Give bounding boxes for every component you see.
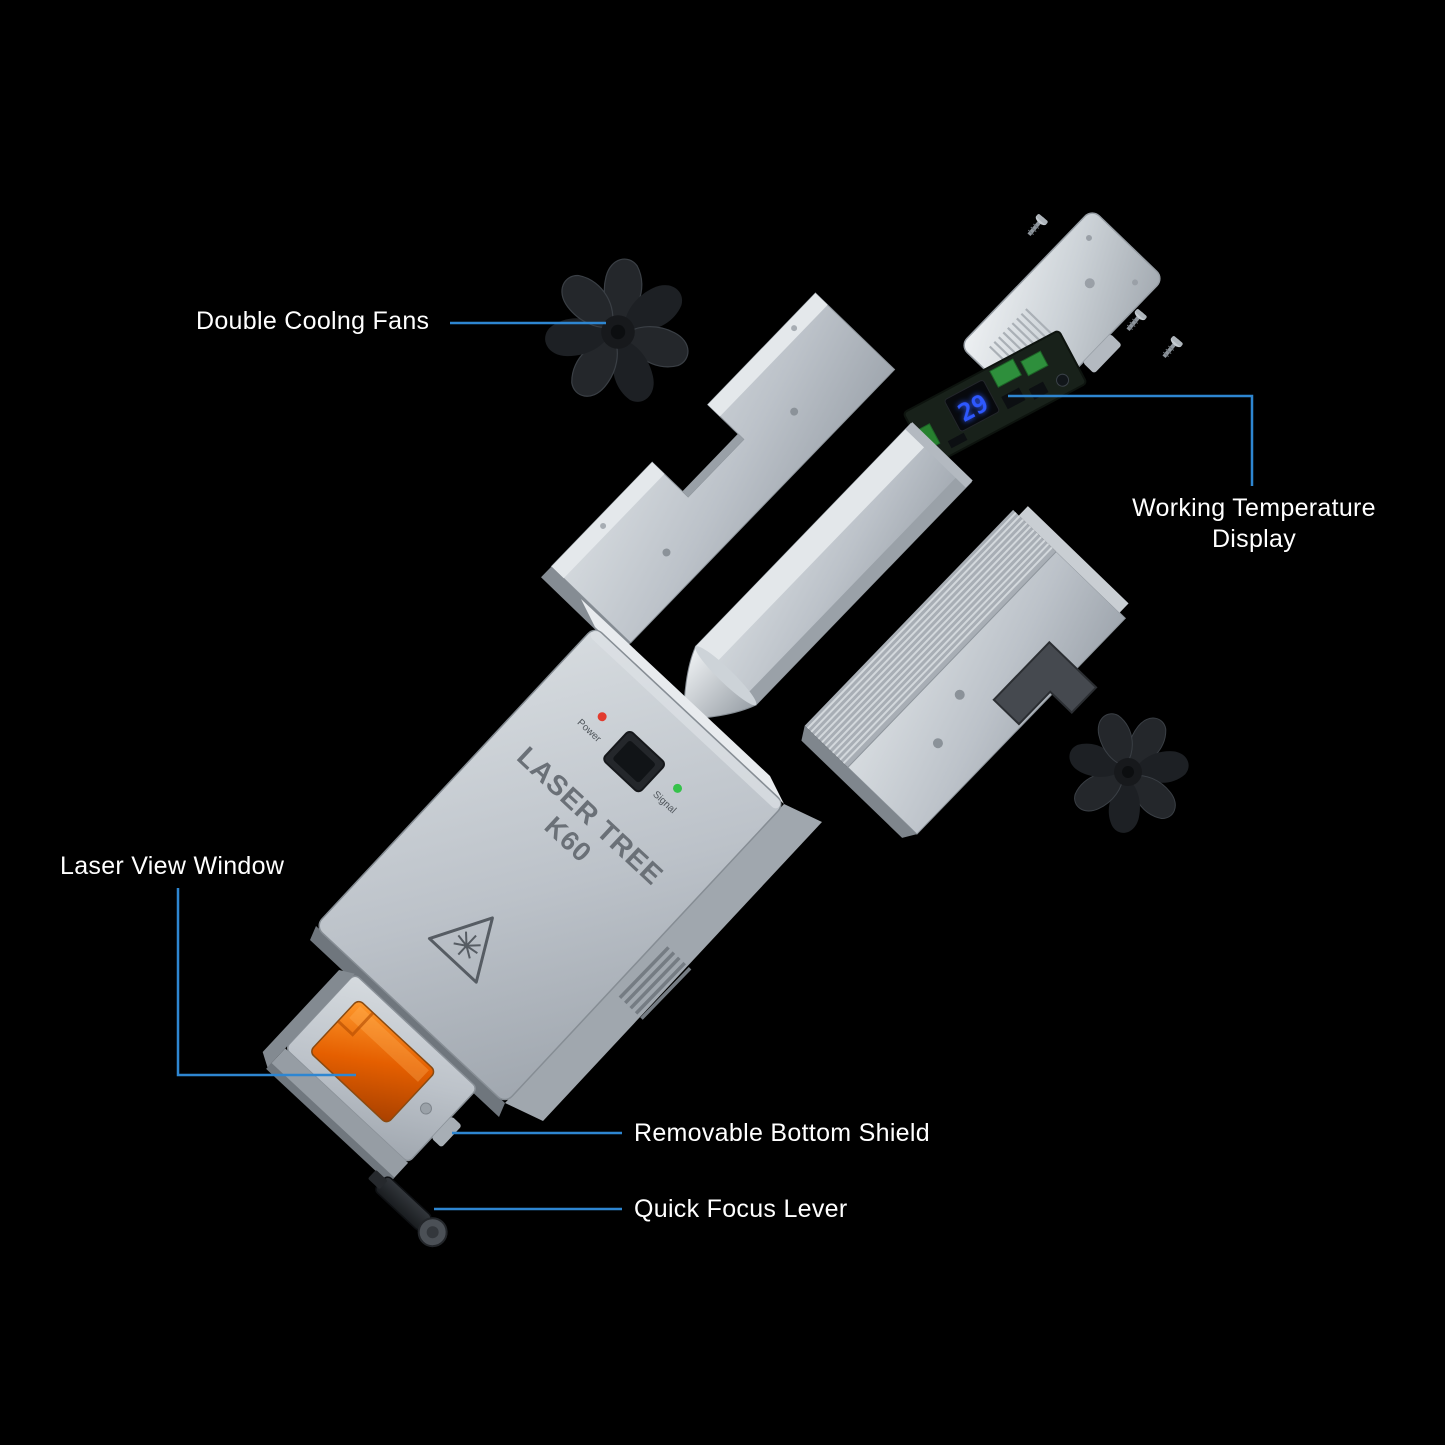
heatsink-fins [806, 511, 1053, 764]
cooling-fan-bottom [1043, 689, 1211, 856]
label-removable-bottom-shield: Removable Bottom Shield [634, 1119, 930, 1147]
power-led [597, 712, 607, 722]
heatsink-bracket [992, 640, 1098, 726]
quick-focus-lever [368, 1170, 448, 1248]
laser-view-window [311, 1000, 435, 1123]
callout-line-window [176, 888, 356, 1077]
temperature-display [944, 380, 1000, 432]
laser-warning-icon [427, 916, 494, 984]
label-laser-view-window: Laser View Window [60, 852, 285, 880]
label-working-temperature: Working Temperature Display [1120, 493, 1388, 556]
signal-led [673, 783, 683, 793]
callout-lines [176, 321, 1254, 1211]
main-body-face: Power Signal LASER TREE K60 [318, 629, 782, 1101]
label-cooling-fans: Double Coolng Fans [196, 307, 430, 335]
callout-line-temperature [1008, 394, 1254, 486]
label-working-temperature-line1: Working Temperature [1132, 494, 1376, 522]
cooling-fan-top [540, 258, 693, 409]
bottom-shield [262, 970, 476, 1184]
laser-tube [679, 422, 973, 724]
heatsink-block [801, 506, 1129, 838]
side-vents [618, 946, 692, 1020]
label-quick-focus-lever: Quick Focus Lever [634, 1195, 848, 1223]
label-working-temperature-line2: Display [1211, 525, 1297, 554]
main-body: Power Signal LASER TREE K60 [310, 599, 822, 1121]
